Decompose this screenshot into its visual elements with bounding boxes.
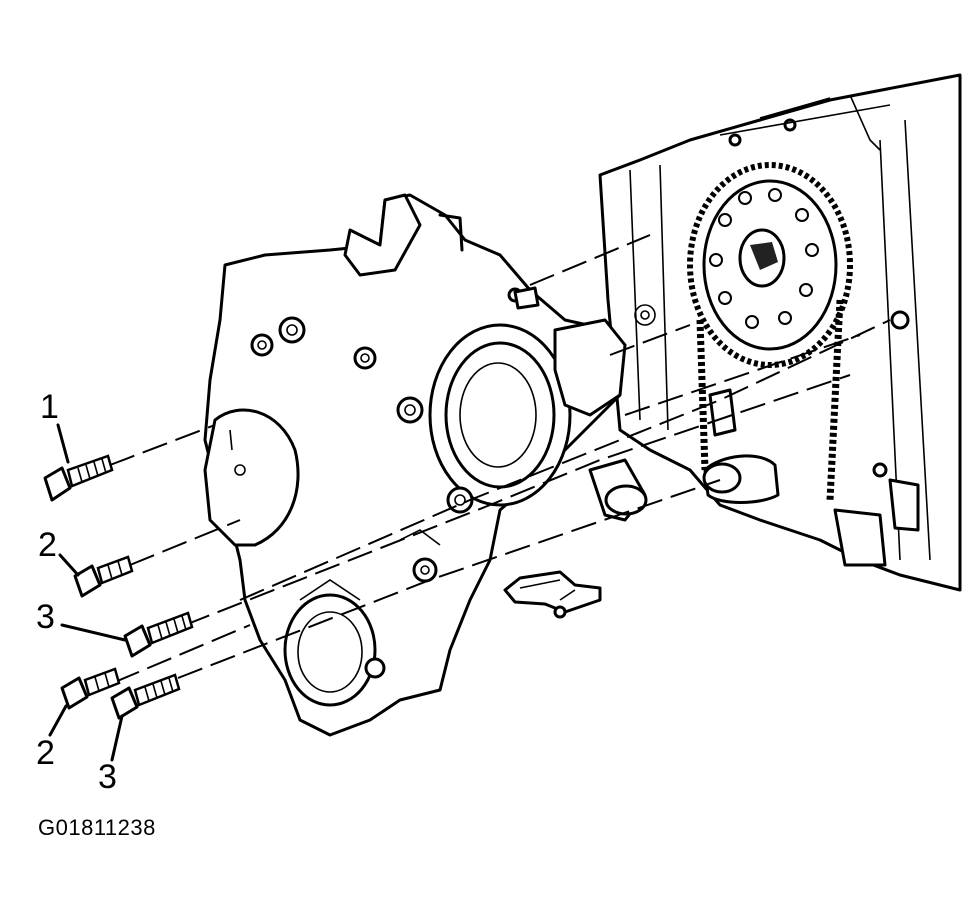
timing-chain-assembly [687, 162, 853, 504]
leader-lines [48, 423, 127, 762]
engine-front-cover [203, 193, 648, 737]
callout-1: 1 [40, 388, 59, 426]
bolt-3-upper [123, 611, 194, 658]
callout-2-upper: 2 [38, 526, 57, 564]
alignment-lines [109, 234, 891, 683]
callout-3-lower: 3 [98, 758, 117, 796]
bolt-3-lower [110, 673, 181, 720]
figure-id: G01811238 [38, 815, 156, 840]
bolt-2-upper [73, 555, 134, 598]
crankshaft-position-sensor [503, 570, 602, 619]
callout-3-upper: 3 [36, 598, 55, 636]
callout-2-lower: 2 [36, 734, 55, 772]
bolt-2-lower [60, 667, 121, 710]
bolt-1 [43, 454, 114, 502]
